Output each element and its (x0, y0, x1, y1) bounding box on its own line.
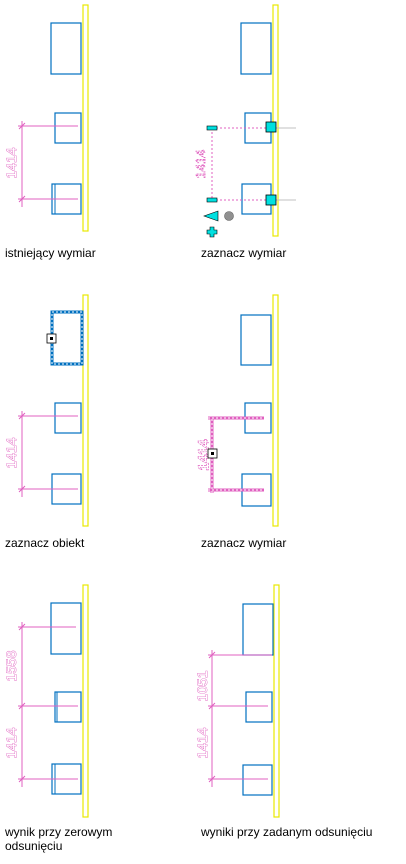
caption-existing-dimension: istniejący wymiar (5, 246, 96, 260)
cyan-triangle-grip-icon[interactable] (203, 210, 219, 222)
object-middle (54, 402, 82, 434)
dimension-line (18, 411, 78, 497)
dimension-value-bottom: 1414 (3, 727, 19, 758)
panel-select-object: 1414 (3, 294, 89, 527)
object-top (50, 602, 82, 655)
panel-given-offset-result: 1051 1414 (194, 584, 280, 818)
object-middle (54, 112, 82, 144)
object-top (240, 314, 272, 366)
dimension-chain (18, 622, 78, 787)
dimension-line-selected[interactable] (208, 416, 264, 493)
panel-select-dimension-2: 1414 (194, 294, 279, 527)
object-top (50, 22, 82, 75)
dimension-value-top: 1051 (194, 670, 210, 701)
gray-circle-grip-icon[interactable] (224, 211, 234, 221)
wall (272, 294, 279, 527)
panel-zero-offset-result: 1558 1414 (3, 584, 89, 818)
caption-given-offset-result: wyniki przy zadanym odsunięciu (201, 825, 373, 839)
cyan-square-grip-icon[interactable] (265, 121, 277, 133)
cyan-dash-grip-icon[interactable] (206, 125, 218, 131)
dimension-line-selected (211, 127, 268, 201)
caption-zero-offset-result: wynik przy zerowym odsunięciu (5, 825, 113, 853)
object-middle (245, 691, 273, 723)
dimension-value: 1414 (195, 439, 211, 470)
wall (272, 4, 279, 237)
object-top (240, 22, 272, 75)
panel-existing-dimension: 1414 (3, 4, 89, 232)
object-top-selected[interactable] (50, 310, 84, 366)
object-top (242, 603, 274, 656)
dimension-value-top: 1558 (3, 650, 19, 681)
wall (82, 4, 89, 232)
object-bottom (242, 764, 273, 796)
dimension-value: 1414 (3, 437, 19, 468)
wall (82, 584, 89, 818)
panel-select-dimension: 1414 (193, 4, 296, 238)
wall (82, 294, 89, 527)
caption-select-dimension: zaznacz wymiar (201, 246, 287, 260)
cyan-plus-grip-icon[interactable] (206, 226, 218, 238)
cyan-dash-grip-icon[interactable] (206, 197, 218, 203)
cyan-square-grip-icon[interactable] (265, 194, 277, 206)
dimension-value: 1414 (193, 150, 208, 179)
caption-select-dimension-2: zaznacz wymiar (201, 536, 287, 550)
object-middle (54, 691, 82, 723)
dimension-chain (208, 650, 272, 787)
caption-select-object: zaznacz obiekt (5, 536, 85, 550)
dimension-line (18, 121, 78, 207)
wall (273, 584, 280, 818)
dimension-value-bottom: 1414 (194, 727, 210, 758)
dimension-value: 1414 (3, 147, 19, 178)
